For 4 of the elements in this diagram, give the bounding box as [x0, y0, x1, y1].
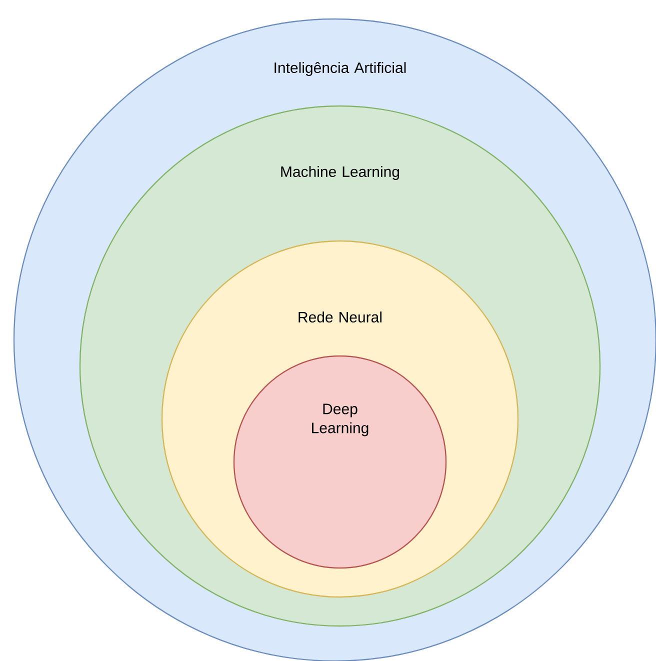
circle-label: Deep Learning	[312, 404, 368, 436]
circle-label: Rede Neural	[298, 312, 382, 322]
circle-label: Inteligência Artificial	[274, 62, 406, 76]
circle-label: Machine Learning	[281, 166, 400, 180]
